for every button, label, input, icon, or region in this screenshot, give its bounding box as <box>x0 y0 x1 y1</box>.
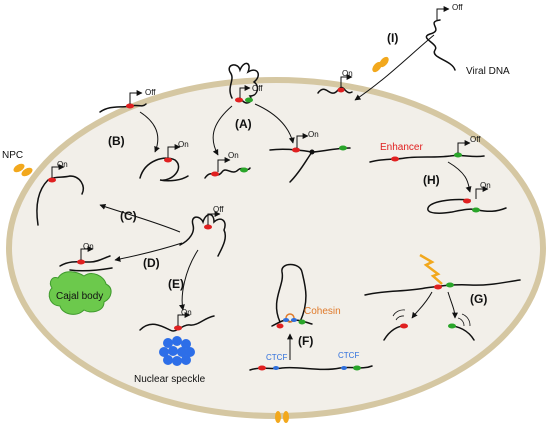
panel-d: On Cajal body <box>48 242 113 315</box>
panel-h: Enhancer Off (H) On <box>369 135 507 214</box>
nuclear-speckle-label: Nuclear speckle <box>134 374 206 385</box>
panel-central: Off (C) (D) (E) <box>99 203 227 311</box>
panel-b: Off (B) On <box>99 88 189 182</box>
enhancer-label: Enhancer <box>380 142 423 153</box>
lightning-bolt-icon <box>419 253 443 285</box>
ctcf-label-right: CTCF <box>338 351 359 360</box>
label-h: (H) <box>423 173 440 187</box>
off-label: Off <box>145 88 156 97</box>
label-e: (E) <box>168 277 184 291</box>
panel-g: (G) <box>364 253 521 341</box>
on-label: On <box>480 181 491 190</box>
npc-top-right <box>372 56 389 73</box>
on-label: On <box>83 242 94 251</box>
label-c: (C) <box>120 209 137 223</box>
off-label: Off <box>213 205 224 214</box>
on-label: On <box>228 151 239 160</box>
on-label: On <box>342 69 353 78</box>
label-i: (I) <box>387 31 398 45</box>
panel-f: Cohesin (F) CTCF CTCF <box>249 263 373 371</box>
panel-c: On <box>36 160 84 226</box>
label-d: (D) <box>143 256 160 270</box>
cohesin-label: Cohesin <box>304 306 341 317</box>
panel-e: On Nuclear speckle <box>134 308 215 385</box>
label-f: (F) <box>298 334 313 348</box>
viral-dna-label: Viral DNA <box>466 66 510 77</box>
on-label: On <box>308 130 319 139</box>
on-label: On <box>57 160 68 169</box>
off-label: Off <box>252 84 263 93</box>
npc-label: NPC <box>2 150 23 161</box>
off-label: Off <box>452 3 463 12</box>
cajal-body <box>48 271 112 315</box>
label-a: (A) <box>235 117 252 131</box>
cajal-body-label: Cajal body <box>56 291 103 302</box>
on-label: On <box>178 140 189 149</box>
ctcf-label-left: CTCF <box>266 353 287 362</box>
off-label: Off <box>470 135 481 144</box>
label-b: (B) <box>108 134 125 148</box>
panel-a: Off (A) On On <box>204 62 351 183</box>
npc-left <box>13 163 33 177</box>
nuclear-speckle <box>159 336 195 366</box>
panel-i: Off Viral DNA (I) On <box>317 3 510 101</box>
label-g: (G) <box>470 292 487 306</box>
on-label: On <box>181 308 192 317</box>
npc-bottom <box>275 411 289 423</box>
